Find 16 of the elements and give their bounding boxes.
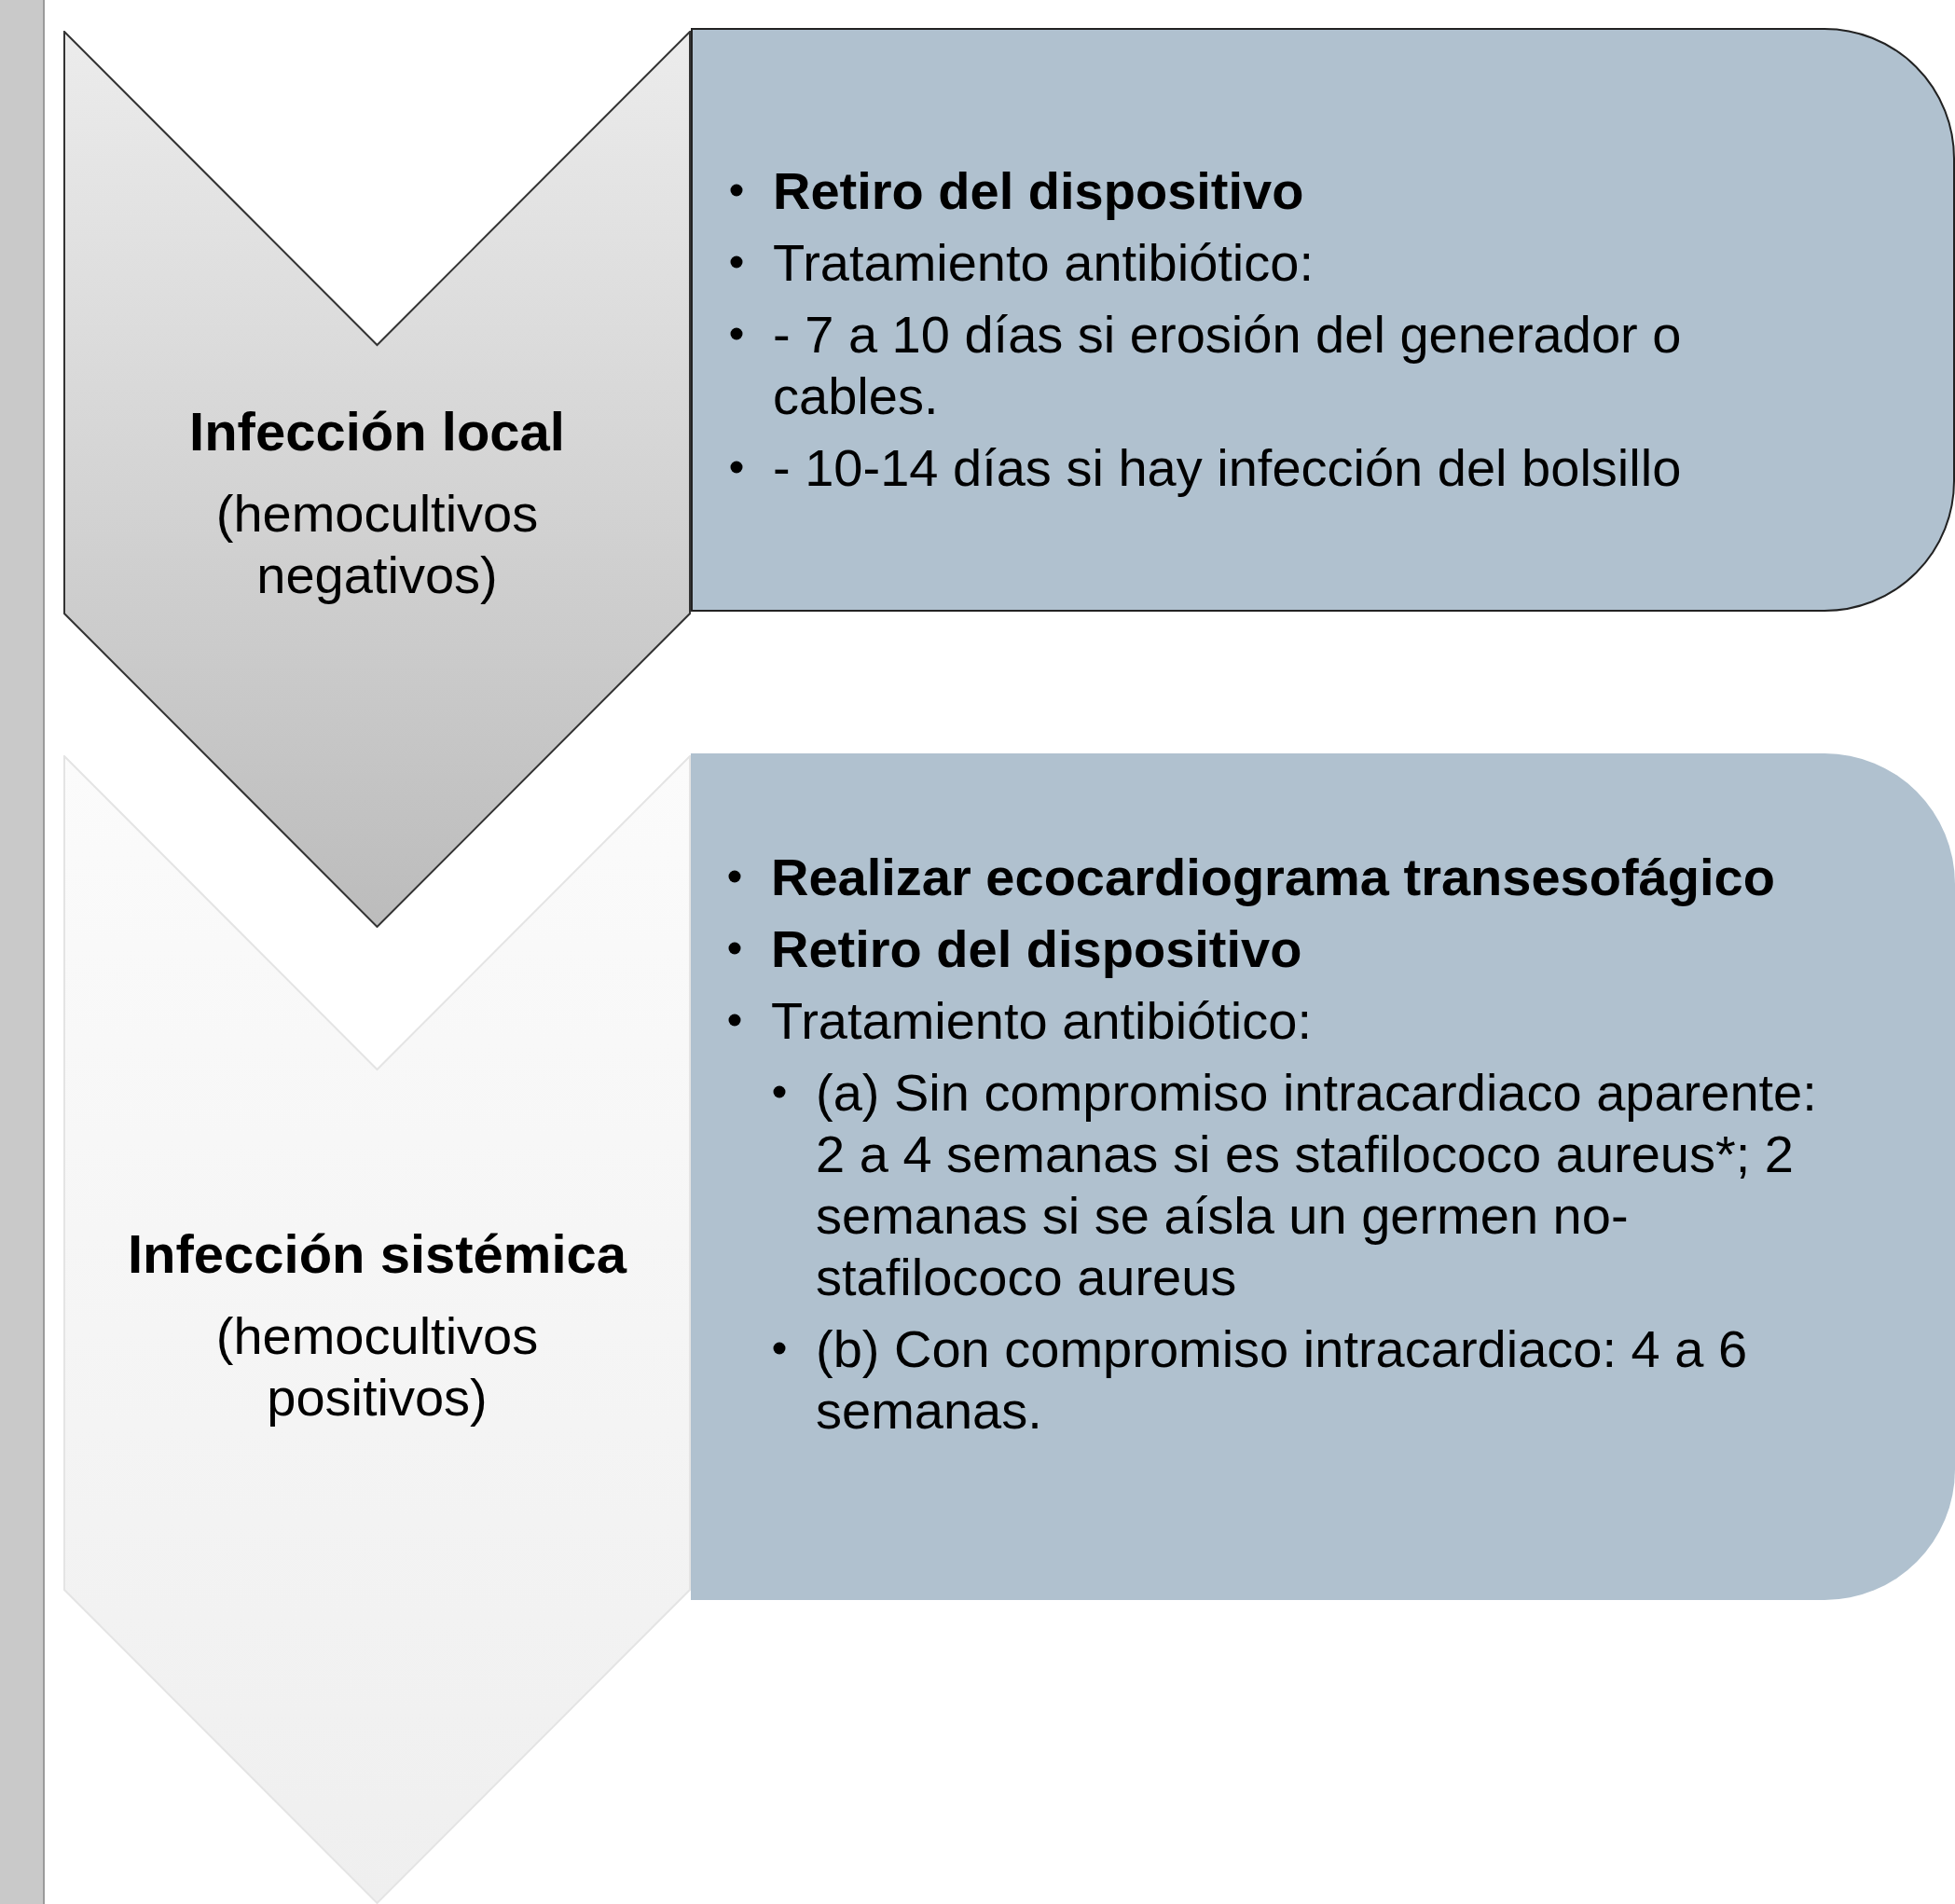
bullet-item: (b) Con compromiso intracardiaco: 4 a 6 semanas. <box>816 1318 1824 1442</box>
heading: Infección local <box>188 400 566 463</box>
side-bar <box>0 0 45 1904</box>
heading: Infección sistémica <box>126 1222 628 1286</box>
bullet-item: (a) Sin compromiso intracardiaco aparente: 2 a 4 semanas si es stafilococo aureus*; 2 semanas si se aísla un germen no- stafilococo aureus <box>816 1062 1824 1308</box>
bullet-item: Tratamiento antibiótico: <box>773 232 1813 294</box>
content-panel <box>691 28 1955 612</box>
subheading: (hemocultivos negativos) <box>214 483 540 606</box>
subheading: (hemocultivos positivos) <box>214 1305 540 1428</box>
bullet-item: - 7 a 10 días si erosión del generador o cables. <box>773 304 1813 427</box>
content-panel <box>691 753 1955 1600</box>
bullet-item: - 10-14 días si hay infección del bolsillo <box>773 437 1813 499</box>
bullet-item: Tratamiento antibiótico: <box>771 990 1824 1052</box>
bullet-item: Retiro del dispositivo <box>773 160 1813 222</box>
bullet-item: Retiro del dispositivo <box>771 918 1824 980</box>
bullet-item: Realizar ecocardiograma transesofágico <box>771 847 1824 908</box>
